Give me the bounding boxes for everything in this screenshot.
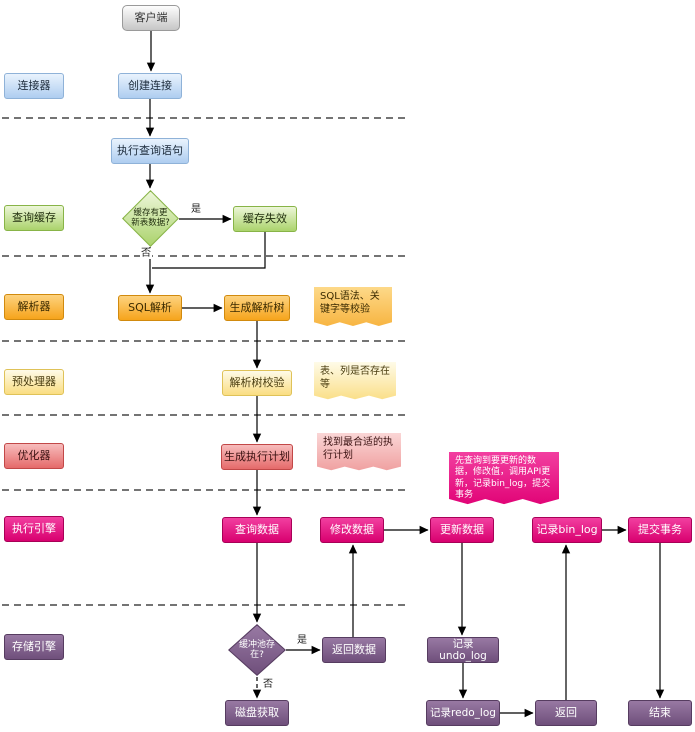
- node-record-redolog: 记录redo_log: [426, 700, 500, 726]
- node-gen-exec-plan: 生成执行计划: [221, 444, 293, 470]
- note-update-flow: 先查询到要更新的数据，修改值，调用API更新，记录bin_log，提交事务: [449, 452, 559, 505]
- node-record-undolog: 记录undo_log: [427, 637, 499, 663]
- edge-label-buffer-no: 否: [262, 679, 274, 690]
- node-create-connection: 创建连接: [118, 73, 182, 99]
- lane-label-optimizer: 优化器: [4, 443, 64, 469]
- lane-label-query-cache: 查询缓存: [4, 205, 64, 231]
- node-cache-invalidate: 缓存失效: [233, 206, 297, 232]
- node-cache-check-decision: 缓存有更新表数据?: [122, 190, 179, 247]
- node-buffer-pool-decision: 缓冲池存在?: [228, 624, 286, 676]
- edges: [145, 31, 665, 718]
- node-return: 返回: [535, 700, 597, 726]
- edge-label-cache-yes: 是: [190, 204, 202, 215]
- node-execute-query: 执行查询语句: [111, 138, 189, 164]
- node-gen-parse-tree: 生成解析树: [224, 295, 290, 321]
- node-end: 结束: [628, 700, 692, 726]
- note-best-plan: 找到最合适的执行计划: [317, 433, 401, 471]
- connector-cache-invalidate-join: [152, 232, 266, 269]
- node-modify-data: 修改数据: [320, 517, 384, 543]
- buffer-pool-diamond-label: 缓冲池存在?: [229, 625, 285, 675]
- node-record-binlog: 记录bin_log: [532, 517, 602, 543]
- node-commit-tx: 提交事务: [628, 517, 692, 543]
- node-parse-tree-check: 解析树校验: [222, 370, 292, 396]
- node-query-data: 查询数据: [222, 517, 292, 543]
- edge-label-buffer-yes: 是: [296, 635, 308, 646]
- note-syntax-check: SQL语法、关键字等校验: [314, 287, 392, 327]
- note-table-column-check: 表、列是否存在等: [314, 362, 396, 400]
- node-return-data: 返回数据: [322, 637, 386, 663]
- node-sql-parse: SQL解析: [118, 295, 182, 321]
- node-update-data: 更新数据: [430, 517, 494, 543]
- lane-label-preprocessor: 预处理器: [4, 369, 64, 395]
- lane-label-storage-engine: 存储引擎: [4, 634, 64, 660]
- node-client: 客户端: [122, 5, 180, 31]
- lane-label-parser: 解析器: [4, 294, 64, 320]
- lane-label-exec-engine: 执行引擎: [4, 516, 64, 542]
- lane-label-connector: 连接器: [4, 73, 64, 99]
- node-disk-fetch: 磁盘获取: [225, 700, 289, 726]
- cache-check-diamond-label: 缓存有更新表数据?: [123, 191, 178, 246]
- edge-label-cache-no: 否: [140, 248, 152, 259]
